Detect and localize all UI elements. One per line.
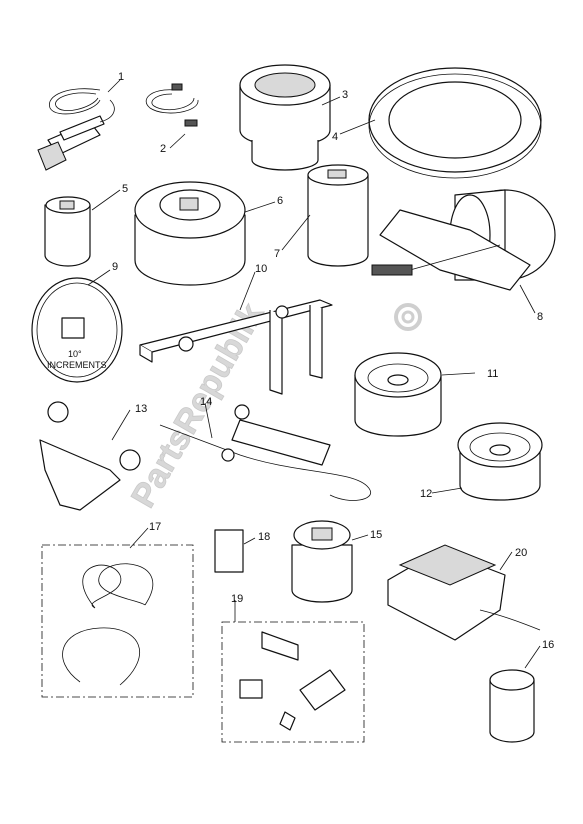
part-20-module	[387, 544, 541, 641]
part-11-drift	[354, 352, 442, 437]
callout-6: 6	[277, 195, 283, 207]
part-4-ring-plate	[368, 67, 542, 179]
part-9-degree-disc: 10° INCREMENTS	[31, 277, 123, 383]
watermark-gear-icon	[394, 303, 422, 331]
part-2-cable	[145, 83, 199, 127]
callout-16: 16	[542, 639, 554, 651]
dial-label-line1: 10°	[68, 349, 82, 359]
part-12-drift	[457, 422, 543, 501]
callout-4: 4	[332, 131, 338, 143]
part-16-castellated-socket	[489, 669, 535, 743]
part-1-diagnostic-cable	[37, 88, 115, 171]
dial-label-line2: INCREMENTS	[47, 360, 107, 370]
part-10-holding-bar	[139, 299, 333, 395]
callout-11: 11	[487, 368, 498, 380]
callout-7: 7	[274, 248, 280, 260]
callout-19: 19	[231, 593, 243, 605]
callout-15: 15	[370, 529, 382, 541]
part-8-puller	[371, 189, 556, 291]
callout-14: 14	[200, 396, 212, 408]
callout-5: 5	[122, 183, 128, 195]
callout-3: 3	[342, 89, 348, 101]
part-5-socket	[44, 196, 91, 267]
callout-9: 9	[112, 261, 118, 273]
part-17-cable-set	[41, 544, 194, 698]
part-6-filter-wrench	[134, 181, 246, 286]
part-18-card	[214, 529, 244, 573]
part-3-installer-tool	[239, 64, 331, 171]
callout-17: 17	[149, 521, 161, 533]
callout-18: 18	[258, 531, 270, 543]
callout-8: 8	[537, 311, 543, 323]
part-15-socket	[291, 520, 353, 603]
callout-2: 2	[160, 143, 166, 155]
part-19-kit	[221, 621, 365, 743]
callout-13: 13	[135, 403, 147, 415]
callout-1: 1	[118, 71, 124, 83]
part-14-syringe	[159, 404, 371, 501]
callout-numbers: 1 2 3 4 5 6 7 8 9 10 11 12 13 14 15 16 1…	[112, 71, 554, 651]
part-7-cylinder-tool	[307, 164, 369, 267]
leader-lines	[87, 79, 541, 669]
callout-10: 10	[255, 263, 267, 275]
callout-20: 20	[515, 547, 527, 559]
part-13-bracket	[39, 401, 141, 511]
callout-12: 12	[420, 488, 432, 500]
